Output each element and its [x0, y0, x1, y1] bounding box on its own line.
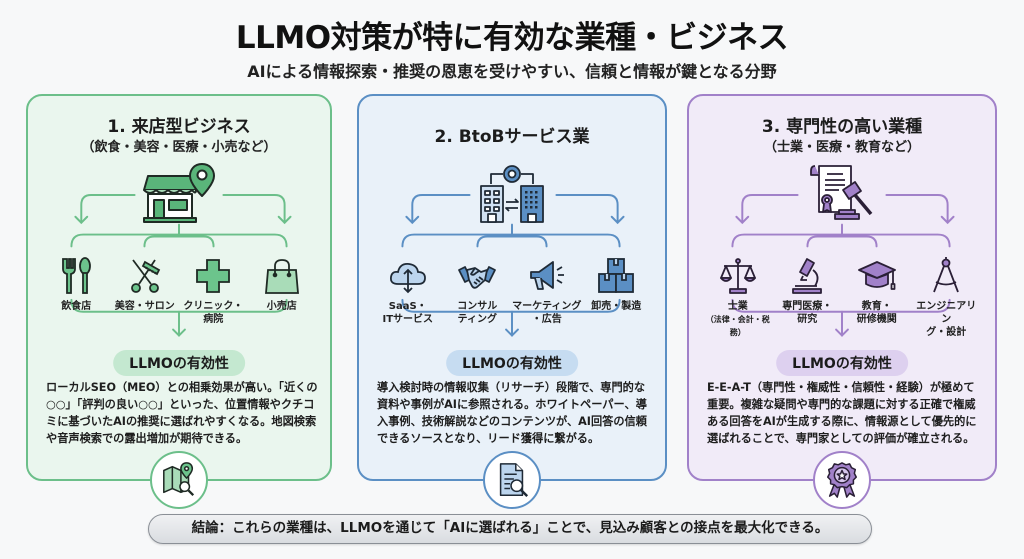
item-consulting: コンサル ティング: [443, 256, 513, 326]
boxes-icon: [598, 258, 635, 293]
item-label: 美容・サロン: [114, 301, 175, 312]
item-sublabel: （法律・会計・税務）: [705, 315, 770, 337]
effectiveness-pill: LLMOの有効性: [776, 350, 908, 376]
item-education: 教育・ 研修機関: [842, 256, 912, 339]
card-btob-services: 2. BtoBサービス業: [357, 94, 667, 509]
megaphone-icon: [529, 261, 564, 290]
effectiveness-pill: LLMOの有効性: [446, 350, 578, 376]
effectiveness-description: ローカルSEO（MEO）との相乗効果が高い。「近くの○○」「評判の良い○○」とい…: [46, 381, 318, 445]
item-label: 飲食店: [61, 301, 92, 312]
scissors-comb-icon: [130, 259, 160, 293]
scales-icon: [719, 258, 756, 294]
medical-cross-icon: [196, 259, 231, 293]
conclusion-banner: 結論：これらの業種は、LLMOを通じて「AIに選ばれる」ことで、見込み顧客との接…: [148, 514, 872, 544]
card-specialized-industries: 3. 専門性の高い業種 （士業・医療・教育など）: [687, 94, 997, 509]
shopping-bag-icon: [264, 259, 299, 294]
item-professional-services: 士業 （法律・会計・税務）: [703, 256, 773, 339]
item-label: コンサル ティング: [457, 301, 498, 325]
item-engineering: エンジニアリン グ・設計: [912, 256, 982, 339]
item-label: クリニック・ 病院: [183, 301, 244, 325]
item-saas: SaaS・ ITサービス: [373, 256, 443, 326]
page-subtitle: AIによる情報探索・推奨の恩恵を受けやすい、信頼と情報が鍵となる分野: [247, 62, 777, 81]
item-marketing: マーケティング ・広告: [512, 256, 582, 326]
card-store-business: 1. 来店型ビジネス （飲食・美容・医療・小売など） 飲食店: [26, 94, 332, 509]
storefront-location-icon: [143, 163, 215, 223]
badge: [813, 451, 871, 509]
badge: [150, 451, 208, 509]
effectiveness-description: 導入検討時の情報収集（リサーチ）段階で、専門的な資料や事例がAIに参照される。ホ…: [377, 381, 647, 445]
map-search-icon: [163, 462, 195, 497]
card-title: 2. BtoBサービス業: [434, 127, 590, 147]
item-label: エンジニアリン グ・設計: [916, 301, 977, 338]
item-label-main: 士業: [727, 301, 748, 312]
item-label: 卸売・製造: [591, 301, 642, 312]
badge: [483, 451, 541, 509]
document-search-icon: [499, 463, 529, 498]
item-label: 教育・ 研修機関: [856, 301, 897, 325]
item-label: マーケティング ・広告: [512, 301, 582, 325]
item-medical-research: 専門医療・ 研究: [773, 256, 843, 339]
fork-spoon-icon: [62, 257, 92, 294]
item-label: SaaS・ ITサービス: [382, 301, 434, 325]
item-beauty-salon: 美容・サロン: [111, 256, 180, 326]
item-wholesale: 卸売・製造: [582, 256, 652, 326]
cloud-sync-icon: [389, 263, 426, 294]
card-subtitle: （士業・医療・教育など）: [763, 140, 920, 155]
item-label: 専門医療・ 研究: [782, 301, 833, 325]
item-label: 小売店: [266, 301, 297, 312]
microscope-icon: [792, 258, 823, 294]
graduation-cap-icon: [857, 261, 896, 290]
effectiveness-pill: LLMOの有効性: [113, 350, 245, 376]
card-title: 3. 専門性の高い業種: [761, 117, 923, 137]
award-ribbon-icon: [826, 462, 858, 498]
card-subtitle: （飲食・美容・医療・小売など）: [81, 140, 277, 155]
compass-drafting-icon: [933, 257, 960, 293]
item-restaurant: 飲食店: [42, 256, 111, 326]
item-clinic: クリニック・ 病院: [179, 256, 248, 326]
item-retail: 小売店: [248, 256, 317, 326]
item-label: 士業 （法律・会計・税務）: [703, 300, 773, 339]
certificate-gavel-icon: [810, 165, 873, 220]
handshake-icon: [458, 266, 497, 289]
effectiveness-description: E-E-A-T（専門性・権威性・信頼性・経験）が極めて重要。複雑な疑問や専門的な…: [707, 381, 977, 445]
page-title: LLMO対策が特に有効な業種・ビジネス: [235, 20, 789, 56]
card-title: 1. 来店型ビジネス: [107, 117, 251, 137]
buildings-gear-icon: [480, 165, 544, 223]
